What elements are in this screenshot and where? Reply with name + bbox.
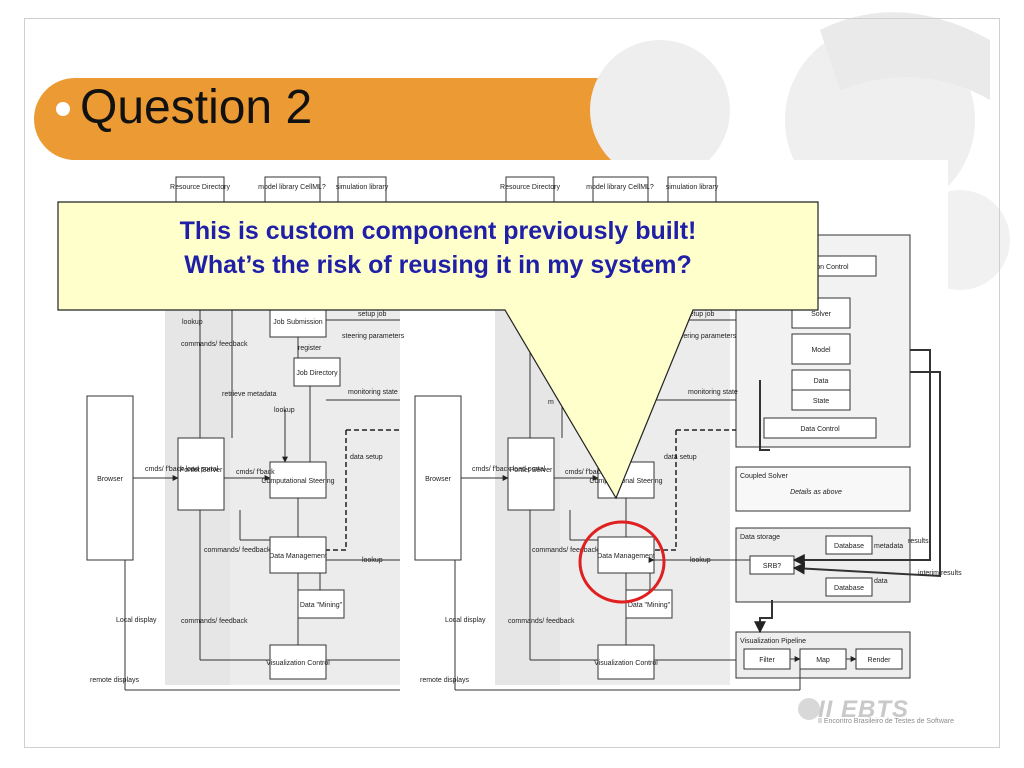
right-model-library-box (592, 176, 649, 206)
left-job-submission-label: Job Submission (273, 319, 323, 326)
left-label-cmds-feedback3: commands/ feedback (181, 618, 248, 625)
right-data-storage-title: Data storage (740, 534, 780, 541)
left-label-local-display: Local display (116, 617, 157, 624)
highlight-circle (578, 520, 666, 604)
right-label-remote-displays: remote displays (420, 677, 470, 684)
right-model-library-label: model library CellML? (586, 184, 654, 191)
left-browser-label: Browser (97, 476, 123, 483)
right-render-label: Render (868, 657, 892, 664)
left-data-management-box (269, 536, 327, 574)
right-filter-label: Filter (759, 657, 775, 664)
right-simulation-library-label: simulation library (666, 184, 719, 191)
logo-text: II EBTS (818, 696, 910, 723)
left-computational-steering-label: Computational Steering (261, 478, 334, 485)
left-label-retrieve: retrieve metadata (222, 391, 277, 398)
right-computational-steering-label: Computational Steering (589, 478, 662, 485)
slide-frame (24, 18, 1000, 748)
right-database1-label: Database (834, 543, 864, 550)
right-data-management-label: Data Management (597, 553, 655, 560)
deco-blob-4 (820, 12, 990, 100)
left-label-register: register (298, 345, 322, 352)
right-data-mining-box (625, 589, 673, 619)
right-label-cmds-feedback3: commands/ feedback (508, 618, 575, 625)
logo-subtitle: II Encontro Brasileiro de Testes de Soft… (818, 718, 955, 725)
left-label-data-setup: data setup (350, 454, 383, 461)
left-label-steering-params: steering parameters (342, 333, 405, 340)
left-job-directory-label: Job Directory (296, 370, 338, 377)
right-data-management-box (597, 536, 655, 574)
right-visualization-control-label: Visualization Control (594, 660, 658, 667)
left-simulation-library-label: simulation library (336, 184, 389, 191)
callout-text: This is custom component previously buil… (60, 214, 816, 282)
left-visualization-control-box (269, 644, 327, 680)
right-label-steering-params: steering parameters (674, 333, 737, 340)
left-model-library-box (264, 176, 321, 206)
right-label-cmds-fback: cmds/ f'back (565, 469, 604, 476)
right-data-mining-label: Data "Mining" (628, 602, 671, 609)
right-simulation-library-box (667, 176, 717, 206)
left-label-cmds-feedback2: commands/ feedback (204, 547, 271, 554)
left-label-setup-job: setup job (358, 311, 387, 318)
logo-dot-icon (798, 698, 820, 720)
right-viz-pipeline-title: Visualization Pipeline (740, 638, 806, 645)
slide-title: Question 2 (80, 81, 313, 134)
right-map-label: Map (816, 657, 830, 664)
right-label-local-display: Local display (445, 617, 486, 624)
right-label-lookup: lookup (690, 557, 711, 564)
right-metadata1-label: metadata (874, 543, 903, 550)
left-label-remote-displays: remote displays (90, 677, 140, 684)
left-label-cmds-feedback: commands/ feedback (181, 341, 248, 348)
right-visualization-control-box (597, 644, 655, 680)
right-srb-label: SRB? (763, 563, 781, 570)
left-simulation-library-box (337, 176, 387, 206)
right-label-m: m (548, 399, 554, 406)
right-portlet-server-box (507, 437, 555, 511)
right-coupled-solver-details: Details as above (790, 489, 842, 496)
right-metadata2-label: data (874, 578, 888, 585)
callout-line-1: This is custom component previously buil… (179, 217, 697, 245)
right-state-label: State (813, 398, 829, 405)
left-label-lookup3: lookup (362, 557, 383, 564)
right-label-setup-job: setup job (686, 311, 715, 318)
right-resource-directory-box (505, 176, 555, 206)
callout-line-2: What’s the risk of reusing it in my syst… (184, 251, 692, 279)
right-resource-directory-label: Resource Directory (500, 184, 560, 191)
right-simulation-control-label: Simulation Control (791, 264, 849, 271)
left-model-library-label: model library CellML? (258, 184, 326, 191)
left-label-lookup2: lookup (274, 407, 295, 414)
right-data-label: Data (814, 378, 829, 385)
left-data-mining-label: Data "Mining" (300, 602, 343, 609)
left-label-lookup1: lookup (182, 319, 203, 326)
right-database2-label: Database (834, 585, 864, 592)
right-coupled-solver-title: Coupled Solver (740, 473, 789, 480)
right-results-label: results (908, 538, 929, 545)
right-model-label: Model (811, 347, 831, 354)
deco-blob-1 (590, 40, 730, 180)
right-solver-label: Solver (811, 311, 832, 318)
left-portlet-server-box (177, 437, 225, 511)
right-browser-label: Browser (425, 476, 451, 483)
left-label-cmds-fback: cmds/ f'back (236, 469, 275, 476)
left-data-management-label: Data Management (269, 553, 327, 560)
right-label-monitoring: monitoring state (688, 389, 738, 396)
title-bullet-icon (56, 102, 70, 116)
right-label-data-setup: data setup (664, 454, 697, 461)
left-resource-directory-box (175, 176, 225, 206)
right-label-cmds-fback-load: cmds/ f'back load portal (472, 466, 546, 473)
title-bar (34, 78, 720, 160)
left-visualization-control-label: Visualization Control (266, 660, 330, 667)
right-label-cmds-feedback2: commands/ feedback (532, 547, 599, 554)
left-label-cmds-fback-load: cmds/ f'back load portal (145, 466, 219, 473)
left-label-monitoring: monitoring state (348, 389, 398, 396)
right-database2-box (825, 577, 873, 597)
left-resource-directory-label: Resource Directory (170, 184, 230, 191)
right-data-control-label: Data Control (800, 426, 840, 433)
right-database1-box (825, 535, 873, 555)
